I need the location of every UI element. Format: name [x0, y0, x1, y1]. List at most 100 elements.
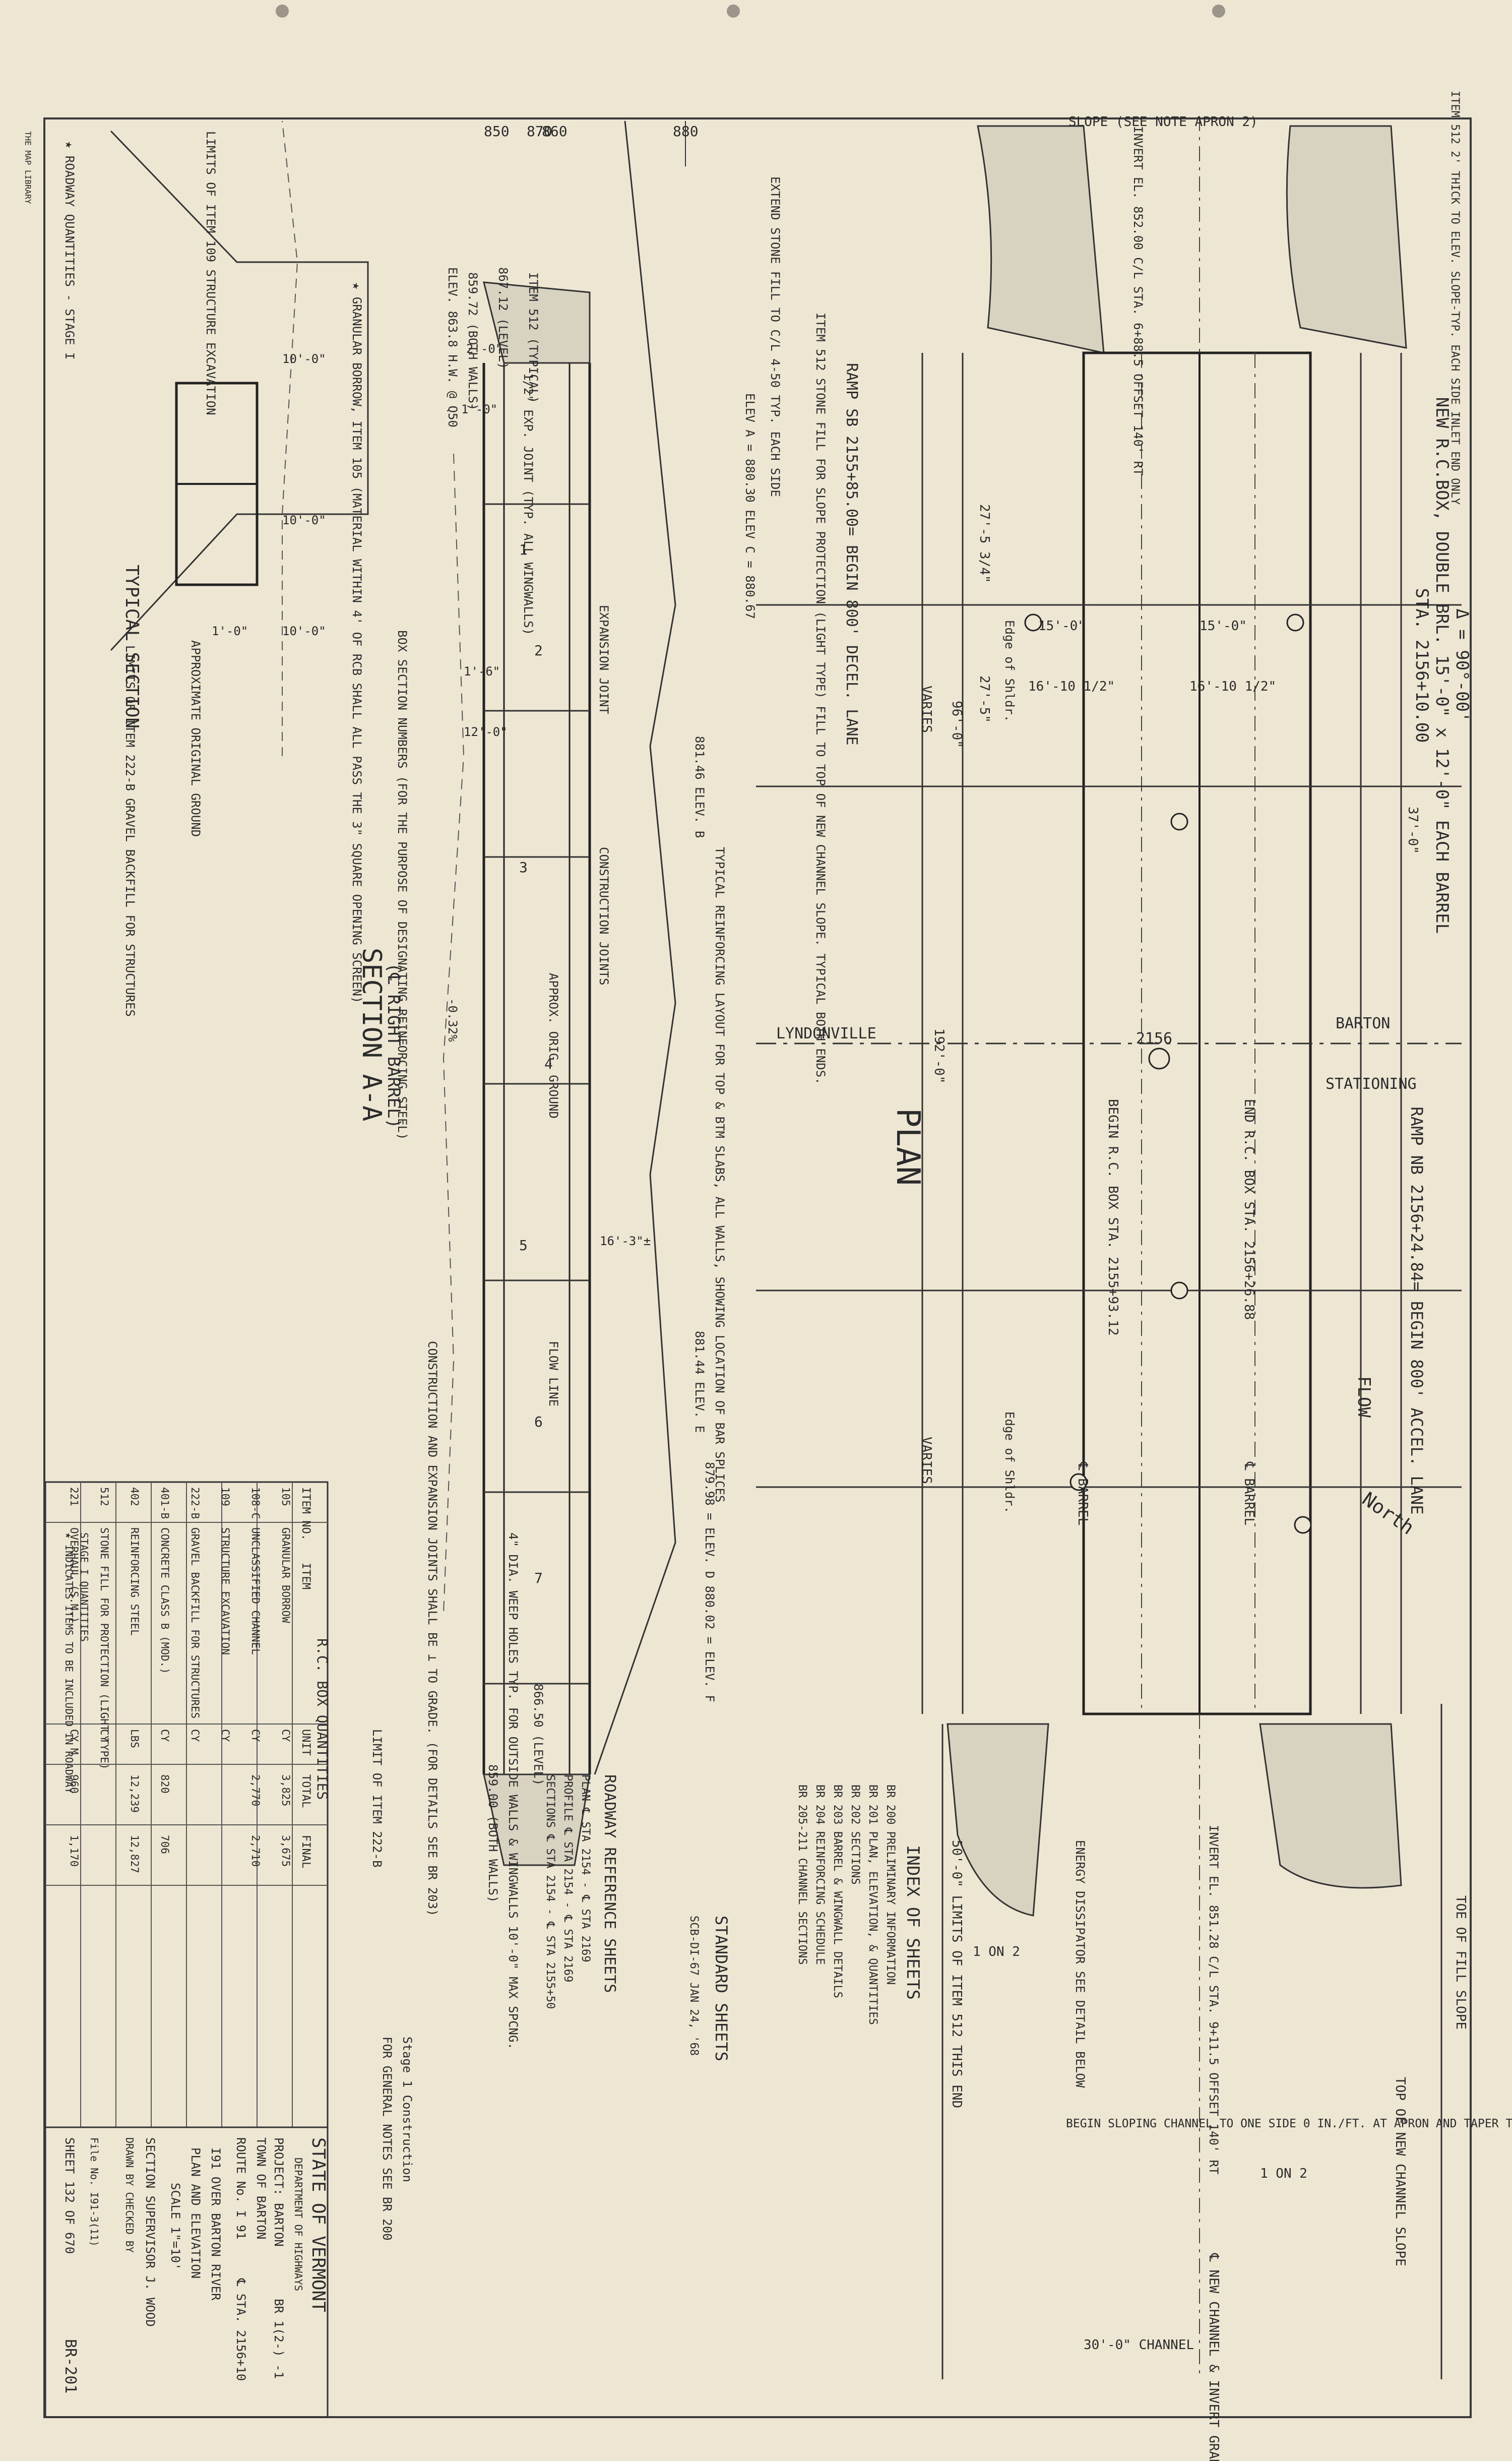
roadway-title-group: ROADWAY REFERENCE SHEETS	[601, 1774, 618, 1993]
quantities-cell: GRAVEL BACKFILL FOR STRUCTURES	[189, 1527, 201, 1718]
svg-text:BOX SECTION NUMBERS (FOR THE P: BOX SECTION NUMBERS (FOR THE PURPOSE OF …	[395, 630, 409, 1140]
sheet-border	[43, 117, 1472, 2418]
svg-text:★ GRANULAR BORROW, ITEM 105 (M: ★ GRANULAR BORROW, ITEM 105 (MATERIAL WI…	[350, 282, 364, 1003]
joints	[484, 503, 590, 1685]
svg-text:FOR GENERAL NOTES SEE BR 200: FOR GENERAL NOTES SEE BR 200	[380, 2037, 394, 2241]
svg-text:APPROXIMATE ORIGINAL GROUND: APPROXIMATE ORIGINAL GROUND	[188, 640, 203, 837]
svg-text:BEGIN SLOPING CHANNEL TO ONE S: BEGIN SLOPING CHANNEL TO ONE SIDE 0 IN./…	[1066, 2117, 1512, 2130]
svg-text:15'-0": 15'-0"	[1038, 619, 1086, 634]
svg-text:ITEM: ITEM	[299, 1563, 312, 1589]
varies-label: VARIES	[919, 686, 934, 733]
svg-text:PLAN ℄ STA 2154 - ℄ STA 2169: PLAN ℄ STA 2154 - ℄ STA 2169	[579, 1774, 592, 1962]
svg-text:TOTAL: TOTAL	[299, 1774, 312, 1808]
plan-view: PLAN STA. 2156+10.00 NEW R.C.BOX, DOUBLE…	[756, 91, 1512, 2461]
one-on-two: 1 ON 2	[1260, 2166, 1307, 2181]
edge-group: Edge of Shldr.	[1002, 620, 1017, 722]
svg-text:867.12 (LEVEL): 867.12 (LEVEL)	[496, 267, 510, 369]
lyndonville-label: LYNDONVILLE	[776, 1025, 876, 1042]
punch-hole	[1212, 5, 1225, 18]
end-box-label: END R.C. BOX STA. 2156+26.88	[1241, 1099, 1256, 1320]
elev-880: 880	[673, 123, 699, 140]
svg-text:16'-10 1/2": 16'-10 1/2"	[1189, 679, 1276, 694]
barrel-label: ℄ BARREL	[1075, 1461, 1090, 1525]
quantities-cell: 221	[68, 1487, 80, 1506]
library-stamp: THE MAP LIBRARY	[23, 131, 33, 204]
svg-text:2: 2	[534, 642, 543, 659]
barrel-left-group: ℄ BARREL	[1075, 1461, 1090, 1525]
item-note-label: ITEM 512 2' THICK TO ELEV. SLOPE-TYP. EA…	[1448, 91, 1461, 505]
section-dims: 12'-0" 1'-6" 16'-3"± 2'-0" 1'-0"	[461, 342, 651, 1248]
riprap-downstream	[947, 1723, 1402, 1917]
svg-text:FLOW LINE: FLOW LINE	[546, 1341, 560, 1406]
quantities-cell: 12,239	[129, 1774, 141, 1813]
roadway-profile	[594, 120, 676, 1775]
file-no: File No. I91-3(11)	[88, 2137, 100, 2247]
svg-text:-0.32%: -0.32%	[446, 998, 460, 1042]
quantities-cell: 109	[219, 1487, 231, 1506]
slope-note: SLOPE (SEE NOTE APRON 2)	[1068, 114, 1258, 130]
svg-text:APPROX. ORIG. GROUND: APPROX. ORIG. GROUND	[546, 973, 560, 1119]
svg-text:BR 205-211 CHANNEL SECTIONS: BR 205-211 CHANNEL SECTIONS	[796, 1785, 808, 1965]
quantities-cell: 105	[280, 1487, 292, 1506]
quantities-cell: 960	[68, 1774, 80, 1794]
svg-text:879.98 = ELEV. D 880.02 = ELE: 879.98 = ELEV. D 880.02 = ELEV. F	[703, 1462, 717, 1702]
supervisor-label: SECTION SUPERVISOR J. WOOD	[143, 2137, 157, 2327]
svg-text:CONSTRUCTION JOINTS: CONSTRUCTION JOINTS	[597, 847, 611, 986]
svg-text:UNIT: UNIT	[299, 1729, 312, 1756]
quantities-headers: ITEM NO. ITEM UNIT TOTAL FINAL	[299, 1487, 312, 1868]
section-title: SECTION A-A	[356, 948, 387, 1121]
index-title-group: INDEX OF SHEETS	[903, 1845, 923, 2000]
invert-up-group: INVERT EL. 852.00 C/L STA. 6+88.5 OFFSET…	[1131, 126, 1145, 476]
toe-label: TOE OF FILL SLOPE	[1453, 1895, 1468, 2029]
svg-text:1'-6": 1'-6"	[464, 664, 500, 679]
punch-hole	[727, 5, 740, 18]
invert-dn-group: INVERT EL. 851.28 C/L STA. 9+11.5 OFFSET…	[1207, 1825, 1221, 2175]
svg-text:4: 4	[544, 1056, 553, 1072]
svg-text:EXPANSION JOINT: EXPANSION JOINT	[597, 605, 611, 714]
svg-text:SECTIONS ℄ STA 2154 - ℄ STA 2: SECTIONS ℄ STA 2154 - ℄ STA 2155+50	[544, 1774, 556, 2009]
edge-label: Edge of Shldr.	[1002, 620, 1017, 722]
project-label: PROJECT: BARTON	[272, 2137, 286, 2247]
elev-850: 850	[484, 123, 510, 140]
route-desc: I91 OVER BARTON RIVER	[209, 2147, 223, 2301]
quantities-cell: 512	[98, 1487, 110, 1506]
svg-text:5: 5	[519, 1237, 528, 1254]
title-block: STATE OF VERMONT DEPARTMENT OF HIGHWAYS …	[44, 2126, 329, 2418]
section-aa: 880 870 860 850 1 2 3 4 5 6 7 SECTION A-…	[350, 120, 828, 2241]
quantities-cell: STONE FILL FOR PROTECTION (LIGHT TYPE)	[98, 1527, 110, 1769]
dim-group: 27'-5"	[977, 675, 992, 723]
dim-group: 37'-0"	[1405, 807, 1420, 854]
station-label: ℄ STA. 2156+10	[234, 2278, 248, 2381]
barton-label: BARTON	[1336, 1015, 1390, 1032]
quantities-cell: CY	[189, 1729, 201, 1742]
svg-text:10'-0": 10'-0"	[282, 624, 326, 638]
svg-text:TYPICAL REINFORCING LAYOUT FOR: TYPICAL REINFORCING LAYOUT FOR TOP & BTM…	[713, 847, 727, 1502]
standard-item-group: SCB-DI-67 JAN 24, '68	[687, 1916, 700, 2056]
svg-text:BR 201 PLAN, ELEVATION, & QUA: BR 201 PLAN, ELEVATION, & QUANTITIES	[866, 1785, 879, 2025]
typical-notes: LIMITS OF ITEM 109 STRUCTURE EXCAVATION …	[62, 131, 218, 1017]
svg-text:ITEM 512 (TYPICAL): ITEM 512 (TYPICAL)	[526, 272, 540, 403]
scale-label: SCALE 1"=10'	[168, 2183, 182, 2270]
dim-label: 27'-5"	[977, 675, 992, 723]
svg-text:BR 202 SECTIONS: BR 202 SECTIONS	[849, 1785, 861, 1885]
quantities-cell: 2,770	[249, 1774, 262, 1806]
svg-text:LIMITS OF ITEM 222-B GRAVEL BA: LIMITS OF ITEM 222-B GRAVEL BACKFILL FOR…	[123, 645, 137, 1017]
roadway-items: PLAN ℄ STA 2154 - ℄ STA 2169 PROFILE ℄ S…	[544, 1774, 592, 2009]
quantities-cell: CY	[159, 1729, 171, 1742]
new-channel-label: ℄ NEW CHANNEL & INVERT GRADE LINE	[1206, 2253, 1221, 2461]
quantities-cell: CY	[280, 1729, 292, 1742]
department-label: DEPARTMENT OF HIGHWAYS	[292, 2158, 304, 2291]
svg-text:1: 1	[519, 541, 528, 558]
svg-text:★ ROADWAY QUANTITIES - STAGE I: ★ ROADWAY QUANTITIES - STAGE I	[62, 141, 77, 359]
new-box-label-group: STA. 2156+10.00 NEW R.C.BOX, DOUBLE BRL.…	[1412, 397, 1472, 934]
one-on-two: 1 ON 2	[973, 1944, 1020, 1959]
quantities-cell: GRANULAR BORROW	[280, 1527, 292, 1623]
svg-text:ITEM 512 STONE FILL FOR SLOPE: ITEM 512 STONE FILL FOR SLOPE PROTECTION…	[813, 313, 828, 1085]
svg-text:Stage 1 Construction: Stage 1 Construction	[400, 2037, 414, 2182]
sta-new-label: STA. 2156+10.00	[1412, 588, 1432, 743]
varies-group: VARIES	[919, 1437, 934, 1484]
title-block-text: STATE OF VERMONT DEPARTMENT OF HIGHWAYS …	[61, 2137, 329, 2393]
ramp-nb-group: RAMP NB 2156+24.84= BEGIN 800' ACCEL. LA…	[1407, 1106, 1426, 1514]
dim-group: 27'-5 3/4"	[977, 504, 992, 583]
